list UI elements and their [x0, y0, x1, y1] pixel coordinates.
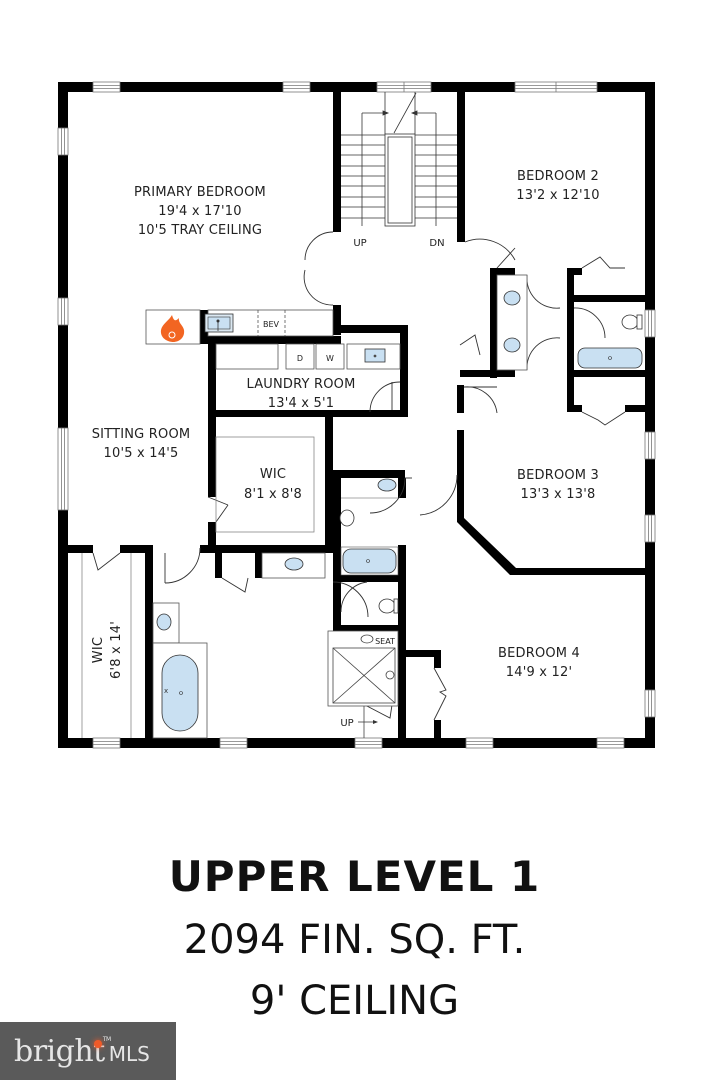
windows: [57, 81, 656, 749]
svg-text:x: x: [164, 687, 168, 695]
room-label-laundry: LAUNDRY ROOM 13'4 x 5'1: [246, 377, 355, 411]
primary-bath-fixtures: x: [152, 552, 326, 739]
floor-plan: UP DN: [57, 81, 656, 749]
step-up-label: UP: [340, 718, 353, 729]
room-label-wic-center: WIC 8'1 x 8'8: [244, 467, 302, 502]
room-name: BEDROOM 2: [517, 169, 599, 184]
logo-suffix: MLS: [108, 1042, 150, 1066]
room-dims: 8'1 x 8'8: [244, 487, 302, 502]
shower-seat-label: SEAT: [375, 637, 395, 646]
fireplace-icon: [160, 315, 185, 342]
staircase: [341, 92, 457, 227]
room-dims: 10'5 x 14'5: [104, 446, 179, 461]
stair-up-label: UP: [353, 238, 366, 249]
room-label-primary-bedroom: PRIMARY BEDROOM 19'4 x 17'10 10'5 TRAY C…: [134, 185, 266, 238]
room-label-wic-left: WIC 6'8 x 14': [91, 621, 124, 679]
ceiling-height: 9' CEILING: [249, 978, 460, 1024]
left-wic-shelving: [81, 553, 132, 738]
laundry-appliances: [215, 343, 401, 370]
interior-walls: [68, 92, 645, 738]
room-dims: 13'4 x 5'1: [268, 396, 334, 411]
washer-label: W: [326, 354, 334, 363]
bright-mls-logo: bright TM MLS: [0, 1022, 176, 1080]
room-dims: 13'2 x 12'10: [516, 188, 599, 203]
logo-trademark: TM: [102, 1035, 111, 1043]
room-label-bedroom-3: BEDROOM 3 13'3 x 13'8: [517, 468, 599, 502]
room-dims: 13'3 x 13'8: [521, 487, 596, 502]
room-dims: 6'8 x 14': [109, 621, 124, 679]
room-name: BEDROOM 4: [498, 646, 580, 661]
finished-square-footage: 2094 FIN. SQ. FT.: [183, 917, 526, 963]
room-name: LAUNDRY ROOM: [246, 377, 355, 392]
beverage-center-label: BEV: [263, 320, 280, 329]
room-name: PRIMARY BEDROOM: [134, 185, 266, 200]
room-note: 10'5 TRAY CEILING: [138, 223, 262, 238]
room-name: WIC: [260, 467, 286, 482]
room-label-bedroom-2: BEDROOM 2 13'2 x 12'10: [516, 169, 599, 203]
room-name: WIC: [91, 637, 106, 663]
room-dims: 14'9 x 12': [506, 665, 572, 680]
bed2-bath-fixtures: [496, 274, 643, 371]
level-title: UPPER LEVEL 1: [168, 852, 541, 901]
room-name: SITTING ROOM: [92, 427, 191, 442]
room-label-bedroom-4: BEDROOM 4 14'9 x 12': [498, 646, 580, 680]
step-up-arrow-icon: [358, 720, 378, 724]
logo-spark-icon: [93, 1039, 102, 1048]
wic-shelving: [215, 436, 315, 533]
room-label-sitting-room: SITTING ROOM 10'5 x 14'5: [92, 427, 191, 461]
logo-brand-wrap: bright TM: [14, 1033, 111, 1069]
dryer-label: D: [297, 354, 303, 363]
room-name: BEDROOM 3: [517, 468, 599, 483]
logo-brand: bright: [14, 1033, 105, 1069]
stair-down-label: DN: [429, 238, 444, 249]
bar-sink-icon: [204, 313, 234, 333]
room-dims: 19'4 x 17'10: [158, 204, 241, 219]
shower-icon: [327, 630, 399, 738]
hall-bath-fixtures: [339, 478, 399, 614]
